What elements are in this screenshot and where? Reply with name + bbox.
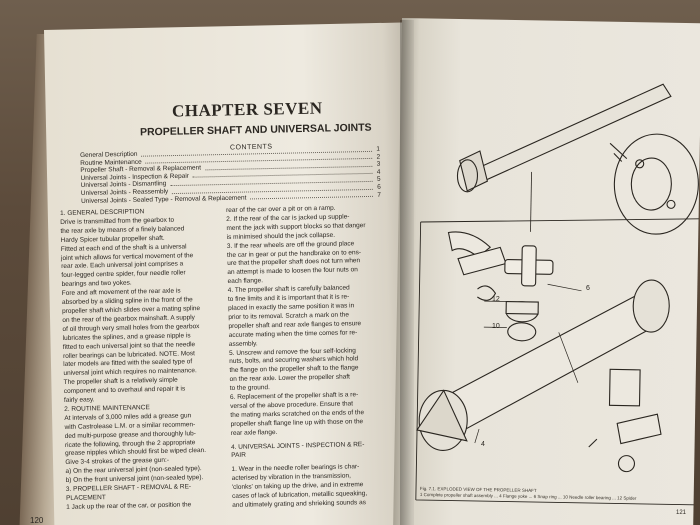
lower-shaft-tube: [436, 293, 660, 434]
callout-12: 12: [492, 296, 500, 303]
callout-10: 10: [492, 323, 500, 330]
callout-4: 4: [481, 441, 485, 448]
left-page-number: 120: [30, 516, 44, 525]
callout-6: 6: [586, 285, 590, 292]
sliding-yoke: [459, 150, 489, 192]
snap-ring: [477, 285, 497, 301]
spider-cross: [504, 245, 554, 287]
rear-axle-flange: [613, 133, 699, 235]
sliding-yoke-end: [456, 159, 479, 193]
book-gutter: [400, 20, 414, 525]
right-page-number: 121: [676, 510, 687, 516]
